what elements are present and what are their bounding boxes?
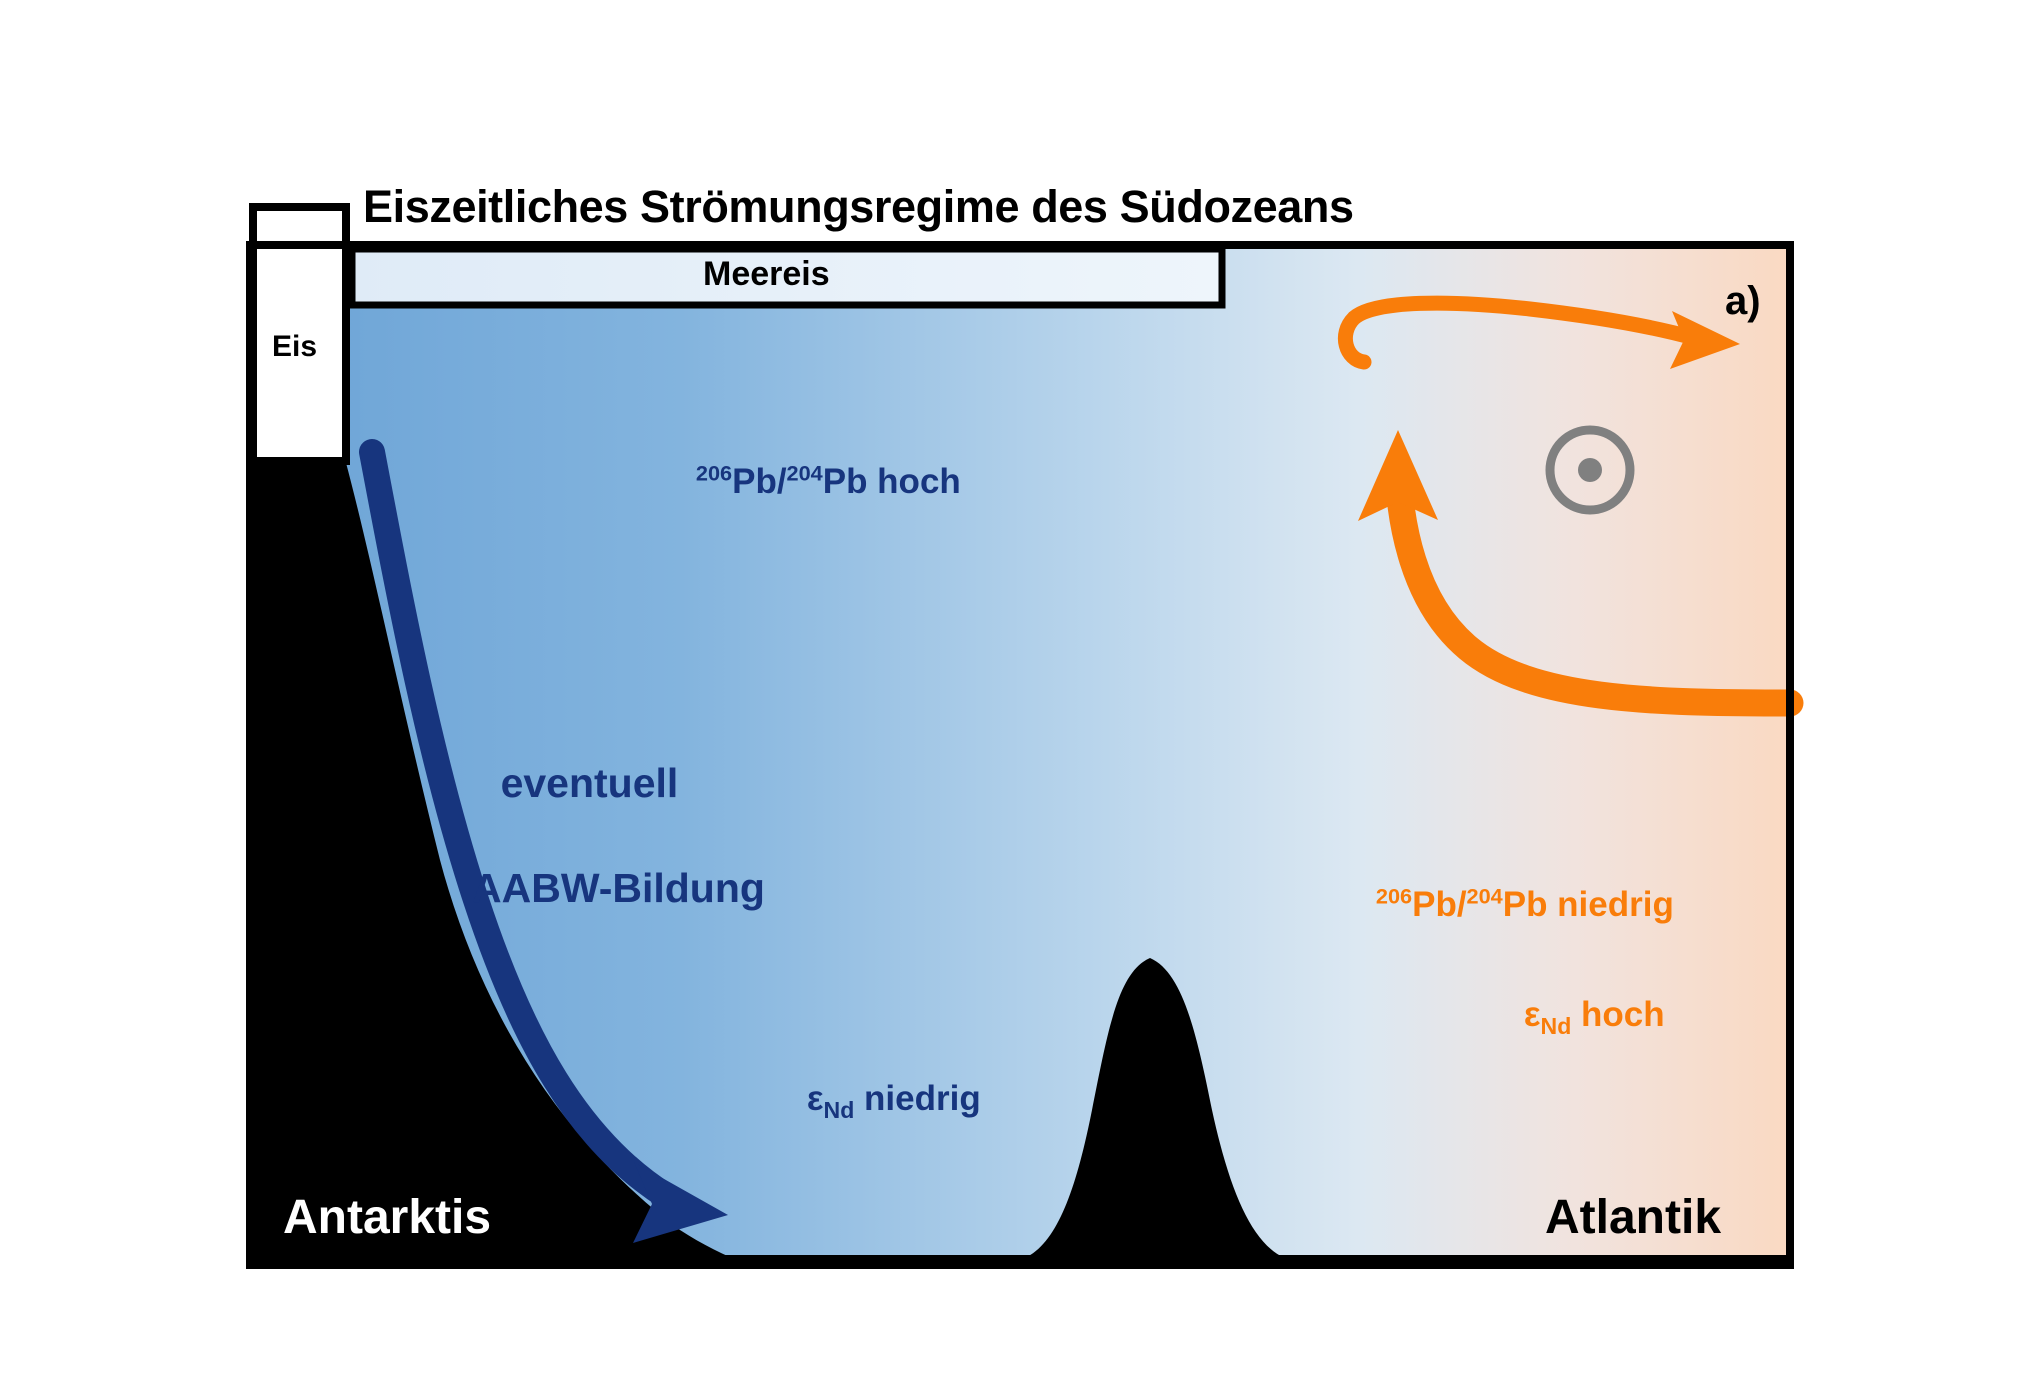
figure-frame [246,241,1794,1269]
seamount [1010,958,1300,1262]
aabw-flow-arrow [359,439,728,1243]
bedrock [250,459,1790,1265]
antarctic-landmass [250,459,749,1265]
out-of-page-flow-symbol [1545,425,1635,515]
ice-shelf-box [249,203,350,465]
nadw-inflow-arrow [1358,430,1804,717]
surface-return-arrow [1337,295,1740,370]
sea-ice-layer [348,245,1226,309]
